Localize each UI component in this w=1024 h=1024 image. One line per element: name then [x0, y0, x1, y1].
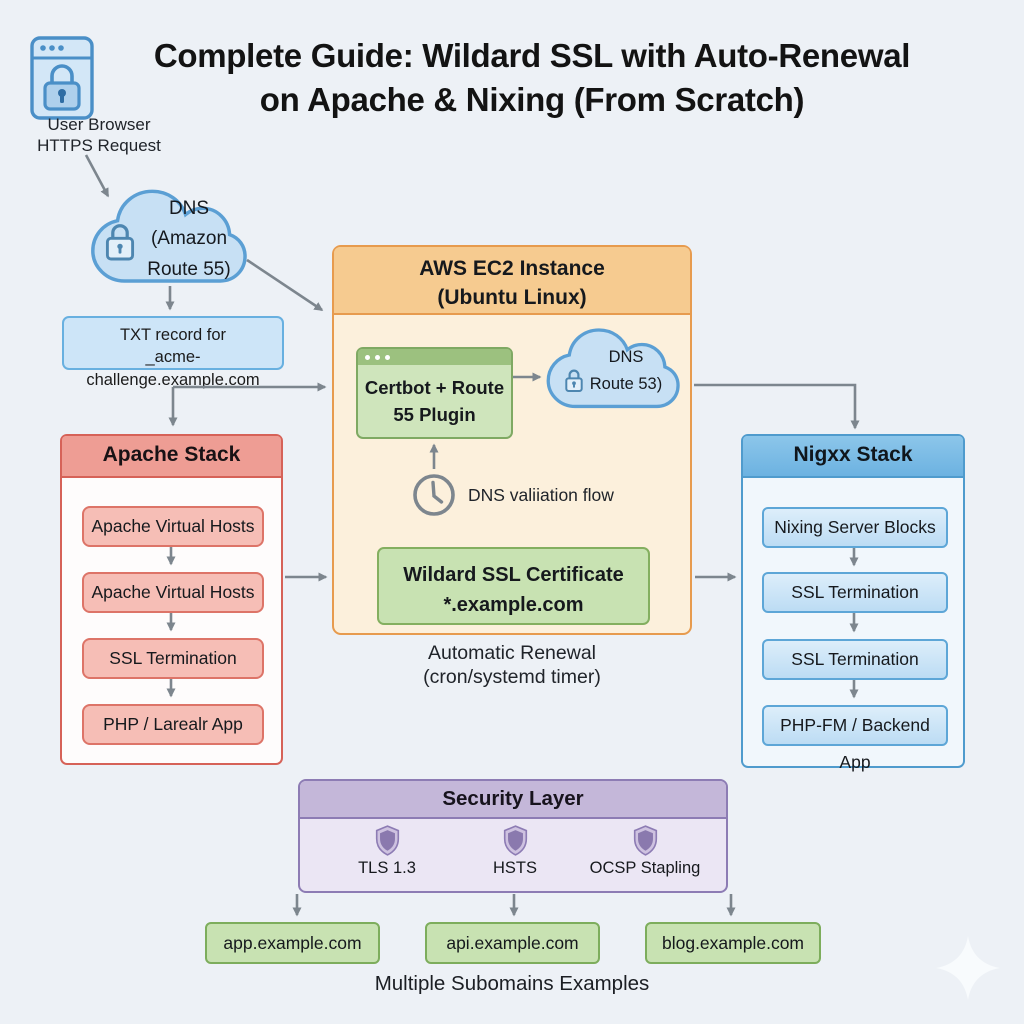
- nginx-item-backend-app: PHP-FM / Backend App: [762, 705, 948, 772]
- certbot-window: Certbot + Route 55 Plugin: [356, 347, 513, 439]
- apache-item-ssl-termination: SSL Termination: [82, 638, 264, 679]
- txt-record-line2: _acme-challenge.example.com: [86, 348, 260, 389]
- route53-line1: DNS: [608, 348, 644, 366]
- apache-item-virtual-hosts-1: Apache Virtual Hosts: [82, 506, 264, 547]
- ec2-header: AWS EC2 Instance (Ubuntu Linux): [334, 247, 690, 315]
- route53-cloud: DNS Route 53): [539, 322, 684, 427]
- window-dot: [375, 354, 380, 360]
- certbot-line2: 55 Plugin: [393, 403, 476, 425]
- security-feature-label: OCSP Stapling: [589, 859, 701, 877]
- security-feature-label: TLS 1.3: [358, 859, 416, 877]
- apache-item-php-app: PHP / Larealr App: [82, 704, 264, 745]
- route53-line2: Route 53): [589, 375, 663, 394]
- renewal-caption: Automatic Renewal (cron/systemd timer): [332, 641, 692, 690]
- user-browser-line2: HTTPS Request: [37, 136, 161, 156]
- subdomain-box-api: api.example.com: [425, 922, 600, 964]
- route53-label: DNS Route 53): [579, 344, 673, 398]
- txt-record-box: TXT record for _acme-challenge.example.c…: [62, 316, 284, 389]
- page-title-line1: Complete Guide: Wildard SSL with Auto-Re…: [153, 37, 911, 74]
- cert-line2: *.example.com: [443, 594, 584, 616]
- window-dot: [385, 354, 390, 360]
- apache-stack: Apache Stack Apache Virtual Hosts Apache…: [60, 434, 283, 765]
- certbot-label: Certbot + Route 55 Plugin: [358, 375, 511, 429]
- renewal-line1: Automatic Renewal: [428, 642, 596, 664]
- ec2-title-line2: (Ubuntu Linux): [437, 286, 587, 310]
- certbot-line1: Certbot + Route: [364, 377, 505, 398]
- dns-cloud-line2: (Amazon: [150, 228, 228, 250]
- apache-stack-header: Apache Stack: [62, 436, 281, 478]
- ec2-instance-box: AWS EC2 Instance (Ubuntu Linux) Certbot …: [332, 245, 692, 635]
- certbot-titlebar: [358, 349, 511, 365]
- txt-record-line1: TXT record for: [119, 326, 227, 344]
- dns-cloud-label: DNS (Amazon Route 55): [132, 194, 246, 285]
- shield-icon: [503, 825, 527, 856]
- subdomain-box-app: app.example.com: [205, 922, 380, 964]
- nginx-stack-header: Nigxx Stack: [743, 436, 963, 478]
- page-title-line2: on Apache & Nixing (From Scratch): [259, 80, 805, 118]
- lock-icon: [565, 369, 583, 392]
- dns-route55-cloud: DNS (Amazon Route 55): [82, 170, 252, 310]
- wildcard-cert-box: Wildard SSL Certificate *.example.com: [377, 547, 650, 625]
- dns-cloud-line1: DNS: [168, 198, 210, 219]
- secure-browser-icon: [30, 36, 94, 120]
- ec2-title-line1: AWS EC2 Instance: [419, 257, 605, 280]
- nginx-item-ssl-termination-1: SSL Termination: [762, 572, 948, 613]
- security-feature-tls: TLS 1.3: [337, 825, 437, 887]
- shield-icon: [633, 825, 657, 856]
- apache-item-virtual-hosts-2: Apache Virtual Hosts: [82, 572, 264, 613]
- user-browser-line1: User Browser: [47, 115, 151, 134]
- security-feature-label: HSTS: [492, 859, 537, 877]
- window-dot: [365, 354, 370, 360]
- shield-icon: [375, 825, 399, 856]
- subdomain-box-blog: blog.example.com: [645, 922, 821, 964]
- lock-icon: [105, 224, 135, 261]
- page-title: Complete Guide: Wildard SSL with Auto-Re…: [110, 34, 954, 122]
- security-feature-hsts: HSTS: [465, 825, 565, 887]
- sparkle-icon: [936, 936, 1000, 1000]
- dns-validation-label: DNS valiiation flow: [468, 485, 614, 505]
- nginx-item-ssl-termination-2: SSL Termination: [762, 639, 948, 680]
- nginx-stack: Nigxx Stack Nixing Server Blocks SSL Ter…: [741, 434, 965, 772]
- nginx-item-server-blocks: Nixing Server Blocks: [762, 507, 948, 548]
- arrow-ec2-to-nginx-top: [694, 383, 860, 430]
- cert-line1: Wildard SSL Certificate: [403, 564, 624, 586]
- arrow-dns-to-ec2: [246, 258, 324, 312]
- security-layer-header: Security Layer: [300, 781, 726, 819]
- clock-icon: [413, 474, 455, 516]
- renewal-line2: (cron/systemd timer): [423, 666, 601, 689]
- user-browser-label: User Browser HTTPS Request: [0, 114, 198, 157]
- security-layer: Security Layer TLS 1.3 HSTS OCSP Staplin…: [298, 779, 728, 893]
- security-feature-ocsp: OCSP Stapling: [575, 825, 715, 887]
- subdomains-caption: Multiple Subomains Examples: [374, 972, 650, 995]
- dns-cloud-line3: Route 55): [147, 258, 231, 280]
